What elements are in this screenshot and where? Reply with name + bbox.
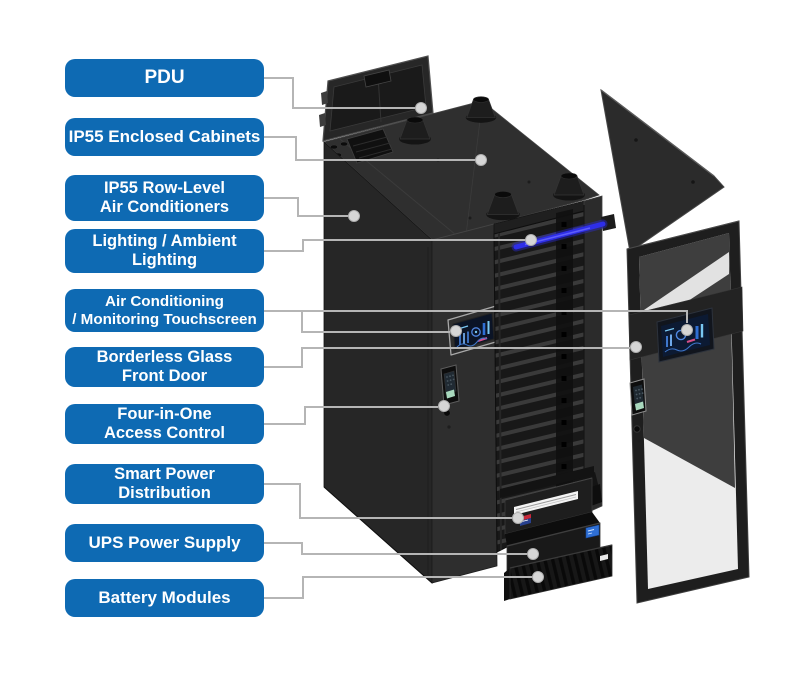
callout-line: [301, 311, 450, 333]
callout-line: [264, 239, 525, 252]
callout-lines: [263, 77, 688, 599]
callout-label-battery: Battery Modules: [65, 579, 264, 617]
callout-dot: [348, 210, 360, 222]
callout-line: [264, 77, 415, 109]
front-door-panel: [431, 223, 498, 584]
callout-line: [263, 347, 630, 368]
pdu-top-panel: [319, 55, 434, 142]
callout-label-ups: UPS Power Supply: [65, 524, 264, 562]
callout-label-monitoring-touchscreen: Air Conditioning/ Monitoring Touchscreen: [65, 289, 264, 332]
callout-line: [264, 197, 348, 217]
callout-dot: [525, 234, 537, 246]
callout-line: [263, 406, 438, 425]
rack-opening: [493, 200, 585, 553]
cabinet-body: [323, 96, 616, 601]
callout-label-enclosed-cabinets: IP55 Enclosed Cabinets: [65, 118, 264, 156]
callout-dots: [348, 102, 693, 583]
callout-dot: [532, 571, 544, 583]
air-conditioner-side-panel: [323, 141, 433, 584]
top-vent: [346, 128, 394, 164]
glass-front-door: [626, 220, 750, 604]
ups-display: [585, 524, 600, 539]
callout-line: [263, 542, 527, 555]
callout-dot: [475, 154, 487, 166]
callout-dot: [438, 400, 450, 412]
callout-line: [263, 483, 512, 519]
callout-line: [263, 576, 532, 599]
access-control-lock: [440, 364, 460, 429]
callout-dot: [415, 102, 427, 114]
callout-dot: [681, 324, 693, 336]
callout-line: [264, 136, 475, 161]
glass-door-lock: [629, 378, 647, 443]
brand-logo: [600, 554, 608, 561]
outlet-slot: [514, 491, 578, 515]
rear-door-panel: [600, 88, 725, 253]
callout-dot: [450, 325, 462, 337]
callout-dot: [527, 548, 539, 560]
callout-label-pdu: PDU: [65, 59, 264, 97]
callout-dot: [630, 341, 642, 353]
keyhole: [633, 425, 641, 433]
panel-handle: [363, 69, 392, 88]
lifting-lug: [465, 96, 497, 124]
callout-line: [263, 310, 688, 323]
callout-dot: [512, 512, 524, 524]
